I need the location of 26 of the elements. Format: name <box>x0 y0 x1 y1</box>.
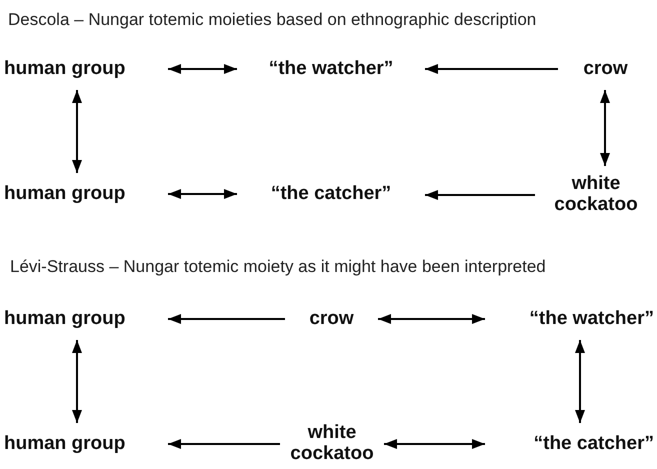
arrow <box>378 314 485 324</box>
node-label: human group <box>4 308 126 330</box>
node-label: “the catcher” <box>532 434 654 454</box>
node-label: white cockatoo <box>553 174 639 216</box>
node-label: human group <box>4 434 126 454</box>
arrow <box>72 340 82 423</box>
arrow <box>575 340 585 423</box>
diagram-title: Descola – Nungar totemic moieties based on ethnographic description <box>8 10 536 30</box>
node-label: white cockatoo <box>289 423 375 465</box>
arrow <box>600 90 610 166</box>
arrow <box>425 64 558 74</box>
node-label: human group <box>4 184 126 204</box>
arrow <box>72 90 82 173</box>
arrow <box>168 314 285 324</box>
node-label: human group <box>4 58 126 80</box>
arrow <box>168 64 237 74</box>
section-heading: Lévi-Strauss – Nungar totemic moiety as it might have been interpreted <box>10 257 546 277</box>
arrow <box>168 189 237 199</box>
node-label: crow <box>308 308 355 330</box>
arrow <box>384 439 485 449</box>
node-label: crow <box>582 58 629 80</box>
arrow <box>425 190 535 200</box>
node-label: “the watcher” <box>528 308 654 330</box>
arrow <box>168 439 280 449</box>
node-label: “the catcher” <box>270 184 392 204</box>
node-label: “the watcher” <box>268 58 394 80</box>
